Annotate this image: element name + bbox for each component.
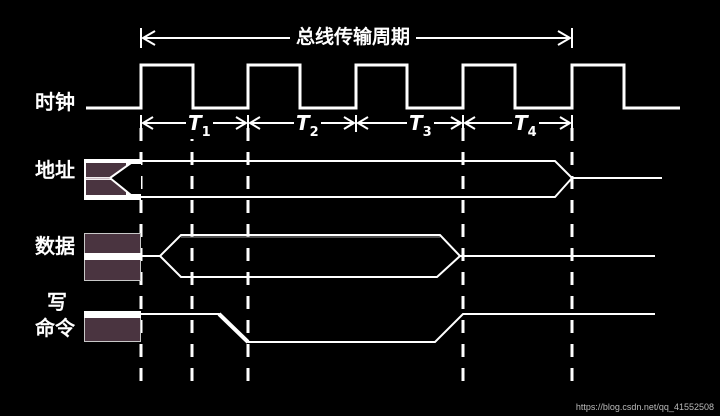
period-label-t3: T3 — [407, 111, 434, 140]
address-waveform — [84, 159, 662, 200]
write-command-waveform — [84, 311, 655, 344]
period-label-t2: T2 — [294, 111, 321, 140]
dashed-guides — [139, 128, 574, 392]
clock-label: 时钟 — [35, 90, 75, 114]
data-waveform — [84, 233, 655, 281]
watermark: https://blog.csdn.net/qq_41552508 — [575, 402, 714, 412]
period-label-t1: T1 — [186, 111, 213, 140]
write-label-line2: 命令 — [35, 316, 75, 340]
period-label-t4: T4 — [512, 111, 539, 140]
write-label-line1: 写 — [47, 290, 67, 314]
data-label: 数据 — [35, 234, 75, 258]
clock-waveform — [86, 63, 680, 110]
bus-cycle-title: 总线传输周期 — [290, 28, 417, 47]
address-label: 地址 — [35, 158, 75, 182]
